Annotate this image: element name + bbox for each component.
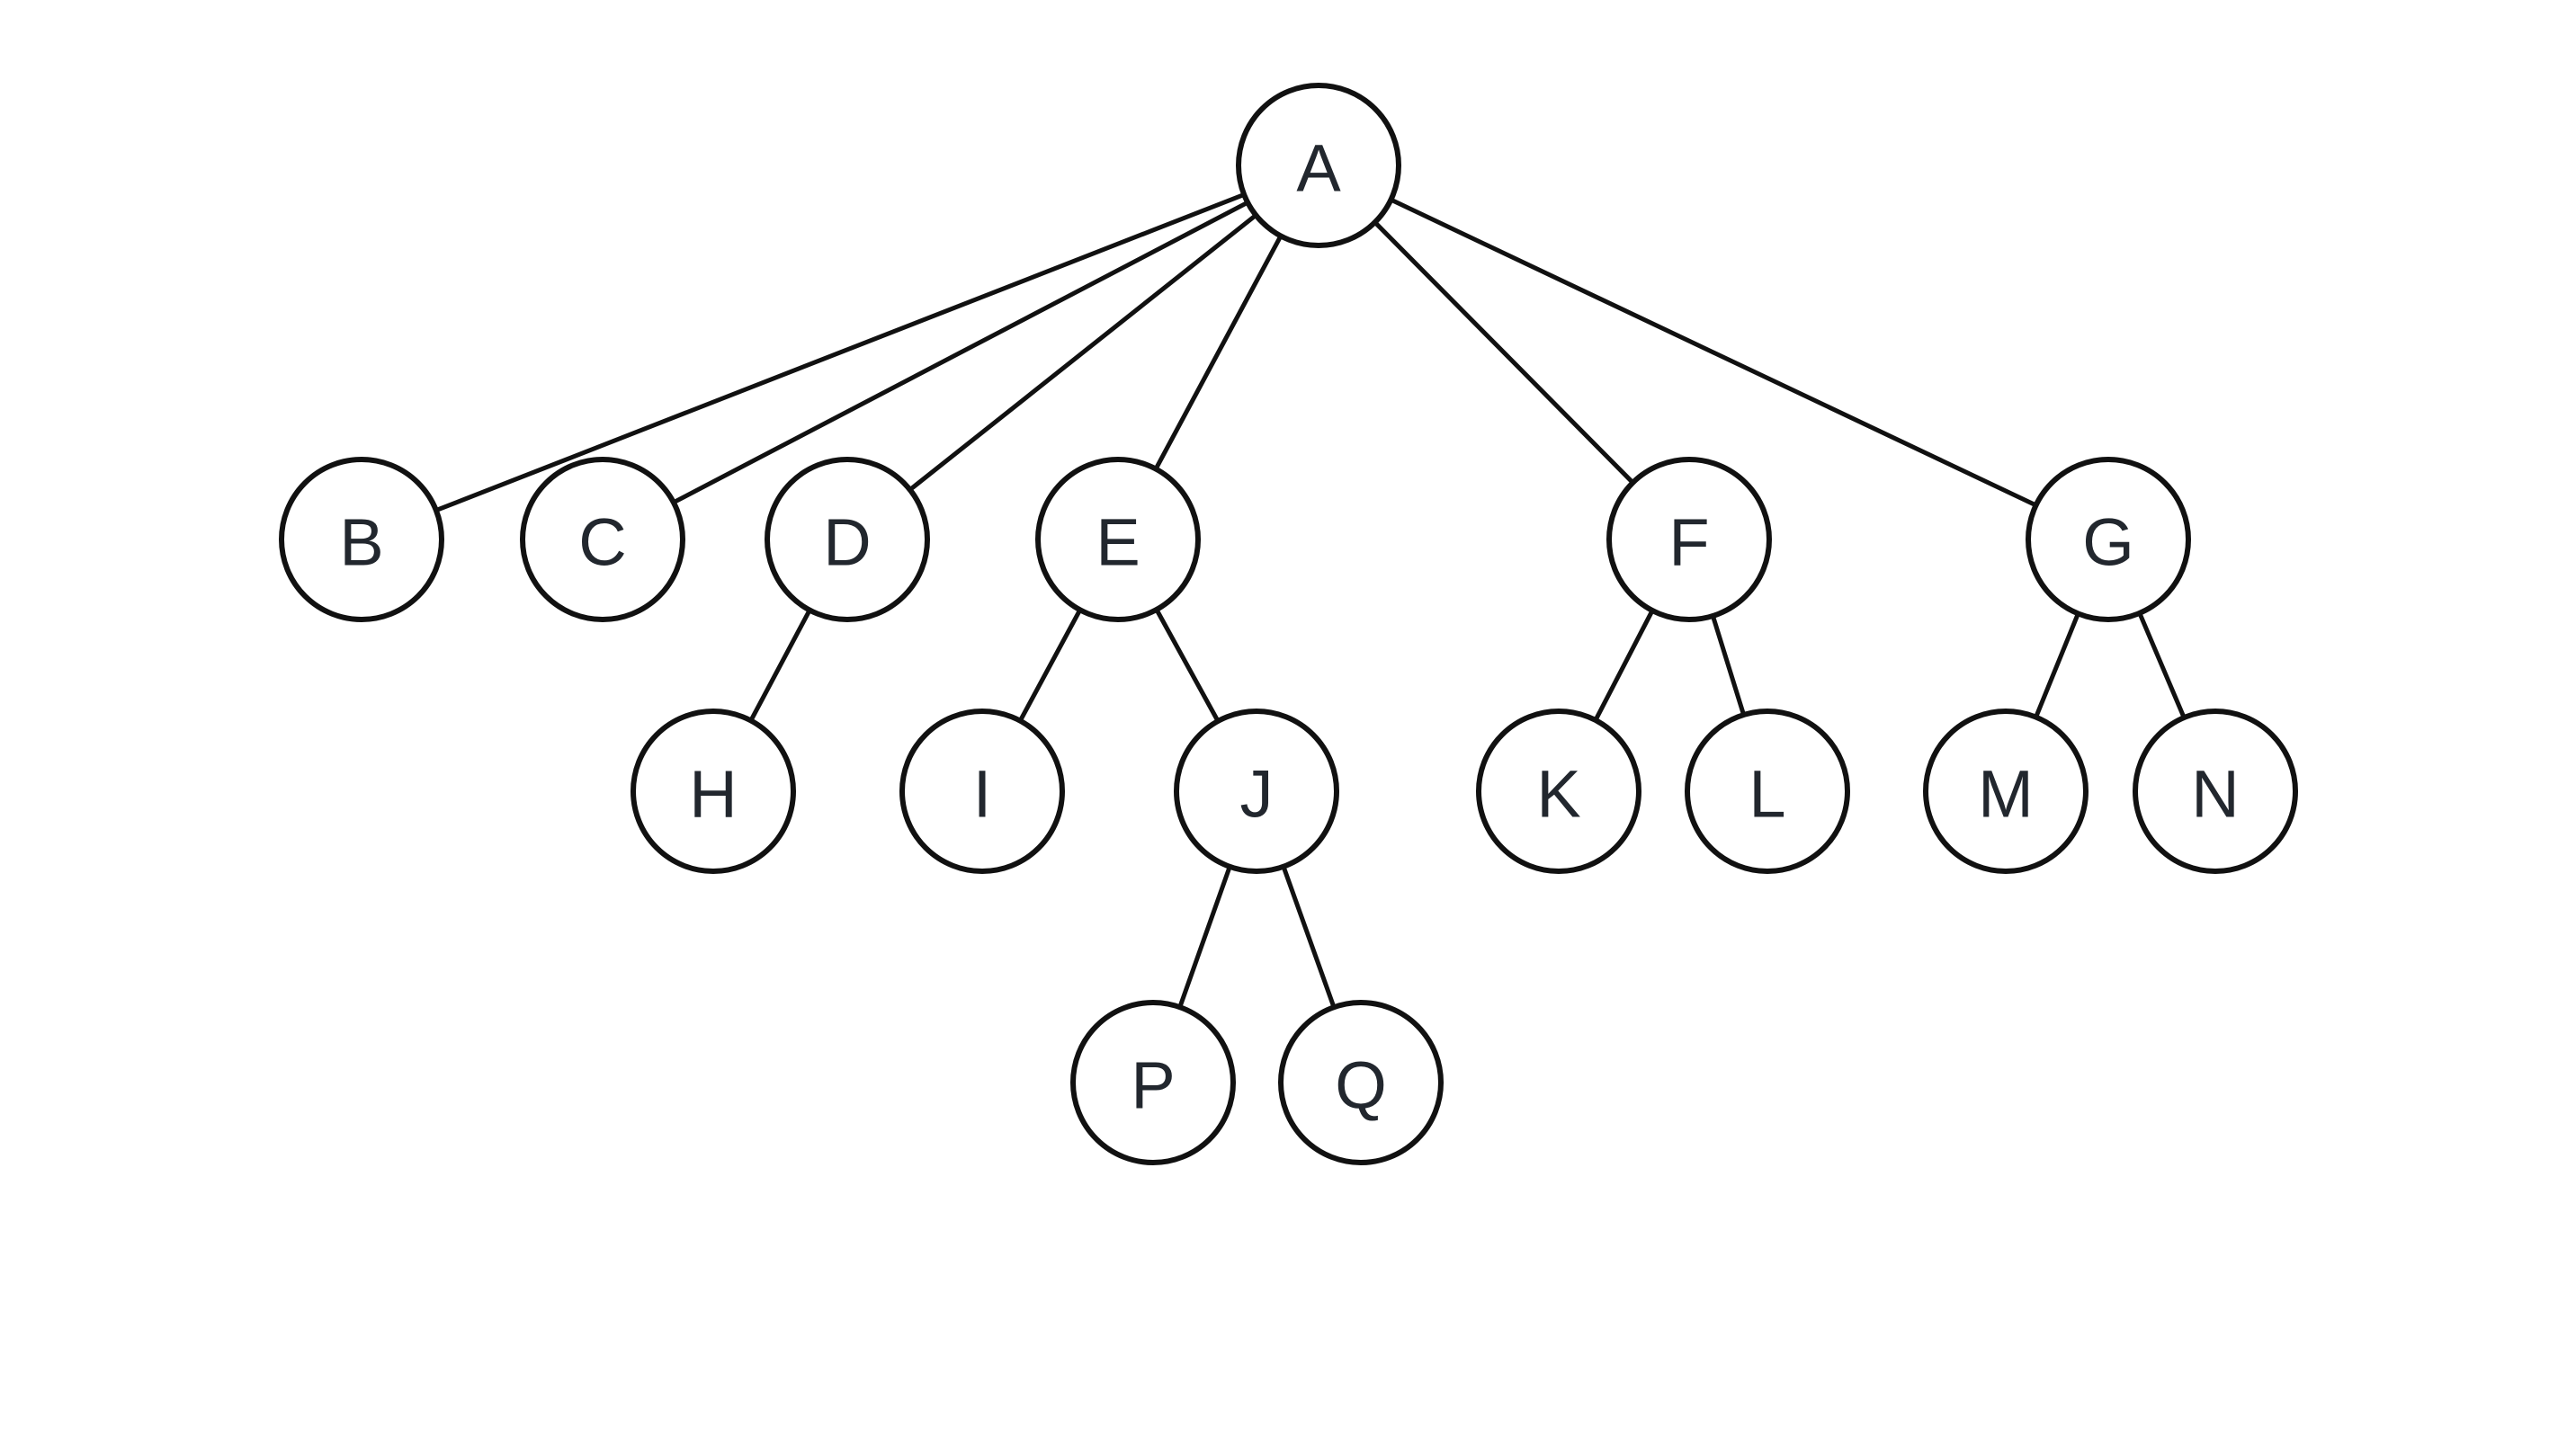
tree-node-j[interactable]: J bbox=[1174, 709, 1339, 874]
tree-node-i[interactable]: I bbox=[899, 709, 1065, 874]
node-circle-p[interactable] bbox=[1070, 1000, 1236, 1165]
node-circle-i[interactable] bbox=[899, 709, 1065, 874]
tree-edge-j-p bbox=[1177, 865, 1232, 1009]
tree-node-q[interactable]: Q bbox=[1278, 1000, 1444, 1165]
node-label-h: H bbox=[689, 757, 737, 832]
node-circle-g[interactable] bbox=[2026, 457, 2191, 622]
node-label-e: E bbox=[1096, 505, 1140, 580]
node-label-l: L bbox=[1749, 757, 1785, 832]
node-circle-h[interactable] bbox=[631, 709, 796, 874]
tree-edge-g-m bbox=[2034, 611, 2080, 719]
tree-edge-a-g bbox=[1389, 198, 2038, 507]
tree-edge-a-d bbox=[908, 213, 1258, 492]
tree-node-g[interactable]: G bbox=[2026, 457, 2191, 622]
node-label-i: I bbox=[973, 757, 992, 832]
node-label-k: K bbox=[1536, 757, 1580, 832]
tree-edge-e-i bbox=[1018, 608, 1082, 723]
tree-node-e[interactable]: E bbox=[1035, 457, 1201, 622]
node-circle-c[interactable] bbox=[520, 457, 685, 622]
node-label-j: J bbox=[1240, 757, 1274, 832]
node-label-m: M bbox=[1978, 757, 2034, 832]
tree-edge-j-q bbox=[1281, 865, 1337, 1009]
tree-edge-f-k bbox=[1593, 609, 1655, 722]
node-label-a: A bbox=[1296, 131, 1341, 206]
node-circle-d[interactable] bbox=[765, 457, 930, 622]
node-circle-j[interactable] bbox=[1174, 709, 1339, 874]
tree-edge-a-e bbox=[1154, 234, 1283, 471]
node-layer: A B C D E F G H I J K L M N P Q bbox=[279, 83, 2298, 1165]
node-label-g: G bbox=[2082, 505, 2134, 580]
tree-edge-g-n bbox=[2137, 611, 2187, 719]
tree-node-l[interactable]: L bbox=[1685, 709, 1850, 874]
tree-edge-a-c bbox=[672, 201, 1249, 504]
node-circle-b[interactable] bbox=[279, 457, 444, 622]
tree-node-p[interactable]: P bbox=[1070, 1000, 1236, 1165]
node-label-b: B bbox=[339, 505, 383, 580]
tree-node-d[interactable]: D bbox=[765, 457, 930, 622]
tree-node-k[interactable]: K bbox=[1476, 709, 1641, 874]
node-circle-k[interactable] bbox=[1476, 709, 1641, 874]
node-circle-e[interactable] bbox=[1035, 457, 1201, 622]
node-circle-l[interactable] bbox=[1685, 709, 1850, 874]
node-circle-a[interactable] bbox=[1236, 83, 1401, 248]
node-circle-m[interactable] bbox=[1923, 709, 2089, 874]
node-label-p: P bbox=[1131, 1048, 1175, 1123]
node-label-d: D bbox=[823, 505, 871, 580]
tree-edge-e-j bbox=[1154, 608, 1221, 723]
tree-node-n[interactable]: N bbox=[2133, 709, 2298, 874]
tree-node-c[interactable]: C bbox=[520, 457, 685, 622]
tree-edge-a-f bbox=[1373, 220, 1635, 485]
tree-node-h[interactable]: H bbox=[631, 709, 796, 874]
node-circle-f[interactable] bbox=[1606, 457, 1772, 622]
tree-node-m[interactable]: M bbox=[1923, 709, 2089, 874]
tree-edge-f-l bbox=[1711, 614, 1746, 717]
node-circle-q[interactable] bbox=[1278, 1000, 1444, 1165]
tree-node-f[interactable]: F bbox=[1606, 457, 1772, 622]
node-label-c: C bbox=[578, 505, 626, 580]
node-label-q: Q bbox=[1335, 1048, 1387, 1123]
tree-node-b[interactable]: B bbox=[279, 457, 444, 622]
tree-edge-d-h bbox=[748, 608, 812, 723]
node-circle-n[interactable] bbox=[2133, 709, 2298, 874]
tree-edge-a-b bbox=[434, 192, 1246, 513]
node-label-n: N bbox=[2191, 757, 2239, 832]
tree-node-a[interactable]: A bbox=[1236, 83, 1401, 248]
node-label-f: F bbox=[1668, 505, 1709, 580]
edge-layer bbox=[434, 192, 2187, 1009]
